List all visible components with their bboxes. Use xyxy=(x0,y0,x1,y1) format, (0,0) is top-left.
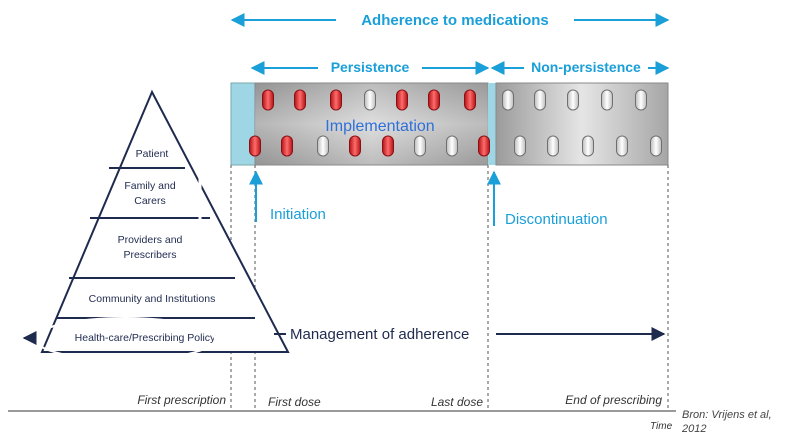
last-dose-label: Last dose xyxy=(431,395,483,409)
pill-taken xyxy=(249,135,261,157)
time-label: Time xyxy=(650,421,673,432)
adherence-label: Adherence to medications xyxy=(361,12,549,29)
pill-not-taken xyxy=(414,135,426,157)
pill-taken xyxy=(349,135,361,157)
pyramid xyxy=(40,89,290,353)
pill-not-taken xyxy=(567,89,579,111)
pill-taken xyxy=(464,89,476,111)
pill-not-taken xyxy=(317,135,329,157)
discontinuation-strip-edge xyxy=(488,83,496,165)
pill-not-taken xyxy=(650,135,662,157)
pyramid-level-family-line2: Carers xyxy=(134,195,166,207)
pill-not-taken xyxy=(547,135,559,157)
pill-not-taken xyxy=(534,89,546,111)
source-line-1: Bron: Vrijens et al, xyxy=(682,409,772,421)
end-of-prescribing-label: End of prescribing xyxy=(565,393,662,407)
pill-taken xyxy=(281,135,293,157)
pill-taken xyxy=(396,89,408,111)
discontinuation-label: Discontinuation xyxy=(505,211,608,228)
source-line-2: 2012 xyxy=(681,423,706,435)
persistence-label: Persistence xyxy=(331,59,410,75)
pyramid-level-policy: Health-care/Prescribing Policy xyxy=(75,332,216,344)
pill-not-taken xyxy=(514,135,526,157)
management-label: Management of adherence xyxy=(290,326,469,343)
pill-taken xyxy=(478,135,490,157)
pill-not-taken xyxy=(616,135,628,157)
pyramid-level-providers-line1: Providers and xyxy=(118,234,183,246)
pill-not-taken xyxy=(446,135,458,157)
pyramid-outline xyxy=(40,89,290,353)
non-persistence-label: Non-persistence xyxy=(531,59,641,75)
pill-group xyxy=(249,89,662,157)
implementation-label: Implementation xyxy=(325,118,434,135)
pill-taken xyxy=(330,89,342,111)
first-dose-label: First dose xyxy=(268,395,321,409)
pyramid-level-community: Community and Institutions xyxy=(89,293,216,305)
pill-taken xyxy=(382,135,394,157)
first-prescription-label: First prescription xyxy=(137,393,226,407)
pill-not-taken xyxy=(601,89,613,111)
pill-taken xyxy=(294,89,306,111)
initiation-label: Initiation xyxy=(270,206,326,223)
pill-not-taken xyxy=(364,89,376,111)
pill-not-taken xyxy=(635,89,647,111)
pyramid-level-family-line1: Family and xyxy=(124,180,176,192)
pill-taken xyxy=(262,89,274,111)
pyramid-level-providers-line2: Prescribers xyxy=(123,249,176,261)
pill-not-taken xyxy=(582,135,594,157)
pill-not-taken xyxy=(502,89,514,111)
pill-taken xyxy=(428,89,440,111)
pyramid-level-patient: Patient xyxy=(136,148,169,160)
